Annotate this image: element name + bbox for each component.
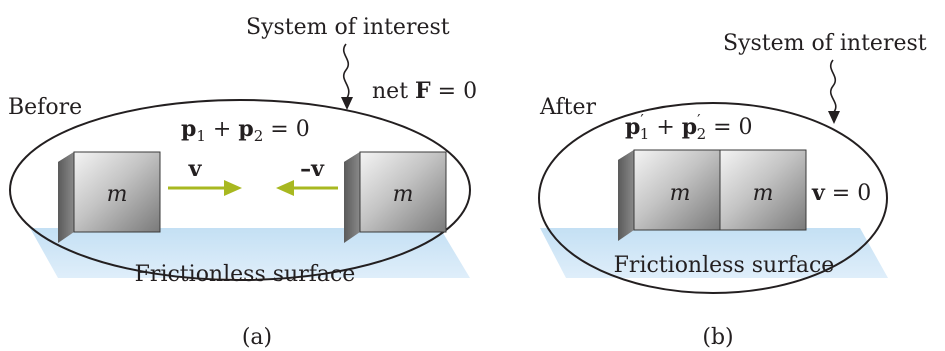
surface-label-b: Frictionless surface	[614, 253, 835, 278]
mass-label-right-a: m	[393, 182, 414, 207]
system-pointer-arrowhead-a	[341, 97, 353, 110]
surface-label-a: Frictionless surface	[135, 262, 356, 287]
velocity-label-left: –v	[300, 156, 325, 182]
momentum-equation-b: p′1 + p′2 = 0	[625, 111, 753, 143]
net-force-label: net F = 0	[372, 78, 477, 104]
block-left-a: m	[58, 152, 160, 243]
system-pointer-arrowhead-b	[828, 111, 840, 124]
velocity-arrow-left	[276, 180, 338, 196]
mass-label-right-b: m	[753, 181, 774, 206]
system-label-a: System of interest	[246, 15, 450, 40]
caption-a: (a)	[242, 325, 272, 350]
combined-blocks-b: m m	[618, 150, 806, 241]
state-label-after: After	[539, 95, 597, 120]
system-pointer-a	[344, 44, 349, 98]
mass-label-left-a: m	[107, 182, 128, 207]
panel-b: m m v = 0 p′1 + p′2 = 0 After System of …	[539, 31, 927, 350]
panel-a: m m v –v p1 + p2 = 0 Before System of in…	[8, 15, 477, 350]
velocity-arrow-right	[168, 180, 242, 196]
mass-label-left-b: m	[670, 181, 691, 206]
block-right-a: m	[344, 152, 446, 243]
velocity-label-right: v	[188, 156, 203, 182]
system-pointer-b	[831, 60, 836, 112]
system-label-b: System of interest	[723, 31, 927, 56]
state-label-before: Before	[8, 95, 82, 120]
momentum-equation-a: p1 + p2 = 0	[181, 116, 310, 145]
caption-b: (b)	[702, 325, 733, 350]
velocity-final-label: v = 0	[811, 180, 871, 206]
